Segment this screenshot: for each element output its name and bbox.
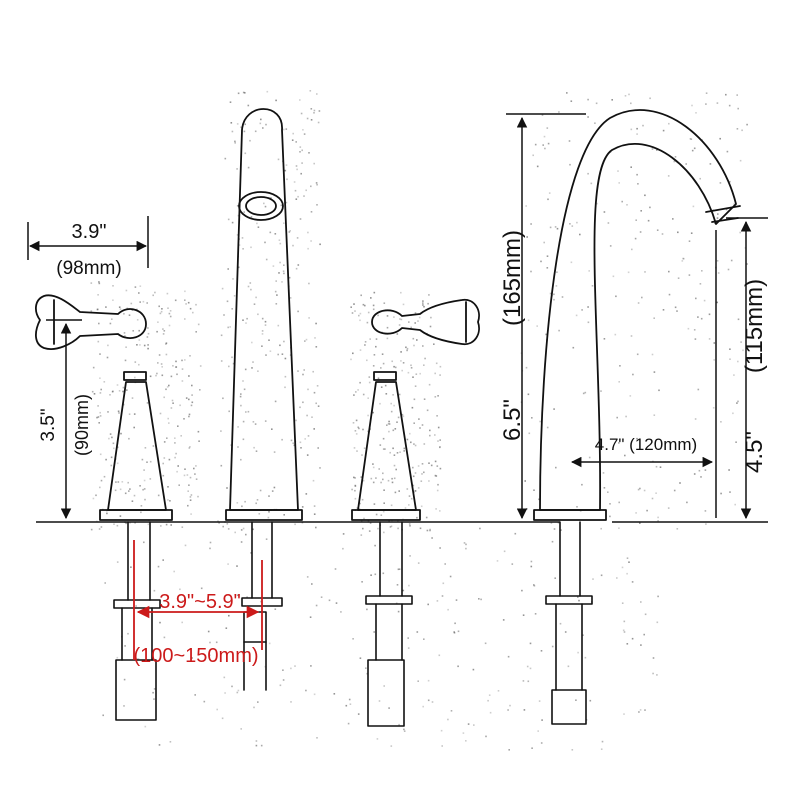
spout-clearance-mm-label: (115mm) — [741, 279, 768, 373]
right-handle — [351, 298, 480, 521]
center-spout — [225, 108, 303, 521]
handle-width-inches-label: 3.9" — [72, 221, 107, 243]
spout-clearance-inches-label: 4.5" — [741, 431, 768, 473]
below-deck-plumbing — [113, 521, 593, 727]
handle-height-mm-label: (90mm) — [72, 394, 92, 456]
spread-inches-label: 3.9"~5.9" — [159, 591, 240, 613]
spread-dimension — [133, 540, 263, 660]
handle-height-inches-label: 3.5" — [38, 408, 59, 441]
left-handle — [35, 294, 173, 521]
spout-height-inches-label: 6.5" — [499, 399, 526, 441]
dimension-lines — [27, 113, 768, 523]
spout-reach-label: 4.7" (120mm) — [595, 435, 697, 454]
handle-width-mm-label: (98mm) — [56, 258, 121, 279]
spout-height-mm-label: (165mm) — [499, 230, 526, 326]
speckle-texture — [90, 90, 751, 751]
spread-mm-label: (100~150mm) — [133, 645, 258, 667]
